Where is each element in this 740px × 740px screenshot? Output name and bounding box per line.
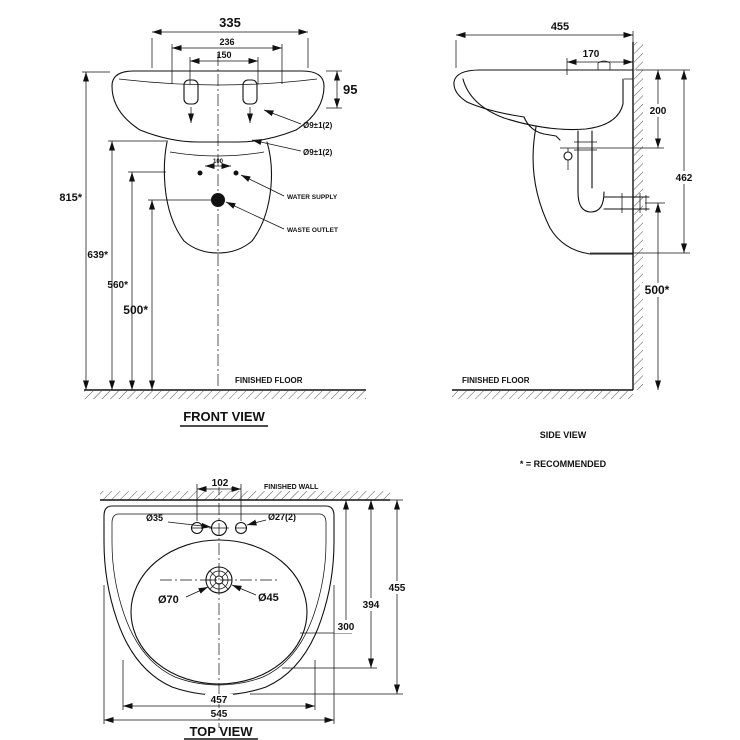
top-wall-hatch bbox=[100, 491, 390, 500]
dim-457: 457 bbox=[122, 660, 316, 710]
dim-560: 560* bbox=[107, 171, 166, 390]
dim-335: 335 bbox=[151, 15, 309, 68]
callout-hole-lower: Ø9±1(2) bbox=[251, 139, 333, 157]
callout-dia-27: Ø27(2) bbox=[246, 512, 296, 526]
dim-560-label: 560* bbox=[107, 280, 128, 291]
side-floor-hatch bbox=[452, 391, 633, 399]
dim-236: 236 bbox=[171, 37, 283, 84]
dim-545: 545 bbox=[103, 585, 335, 724]
dim-394: 394 bbox=[282, 500, 383, 669]
callout-waste-outlet: WASTE OUTLET bbox=[225, 201, 338, 234]
dim-462: 462 bbox=[590, 70, 698, 254]
dim-170-label: 170 bbox=[583, 49, 600, 60]
top-view: FINISHED WALL 102 bbox=[100, 477, 409, 740]
waste-outlet-label: WASTE OUTLET bbox=[287, 227, 338, 234]
dim-hole-upper-label: Ø9±1(2) bbox=[303, 121, 333, 130]
dia-70-label: Ø70 bbox=[158, 594, 179, 606]
side-view-title: SIDE VIEW bbox=[540, 430, 587, 440]
front-mount-slot-left bbox=[183, 79, 199, 105]
side-trap-plumbing bbox=[563, 130, 650, 213]
dim-200-label: 200 bbox=[650, 106, 667, 117]
dim-394-label: 394 bbox=[363, 600, 380, 611]
dim-100-label: 100 bbox=[213, 159, 224, 165]
front-view-title: FRONT VIEW bbox=[183, 409, 265, 424]
dim-500-side: 500* bbox=[640, 202, 675, 390]
dim-462-label: 462 bbox=[676, 173, 693, 184]
recommended-note: * = RECOMMENDED bbox=[520, 459, 607, 469]
dim-100: 100 bbox=[205, 159, 231, 169]
callout-hole-upper: Ø9±1(2) bbox=[263, 109, 333, 130]
dim-95-label: 95 bbox=[343, 82, 357, 97]
dim-639: 639* bbox=[87, 140, 168, 390]
front-floor-hatch bbox=[84, 391, 366, 399]
dim-455-top-label: 455 bbox=[389, 583, 406, 594]
callout-dia-35: Ø35 bbox=[146, 513, 212, 529]
dim-815: 815* bbox=[59, 71, 110, 390]
dia-45-label: Ø45 bbox=[258, 592, 279, 604]
dim-200: 200 bbox=[560, 69, 690, 149]
water-supply-hole-left bbox=[197, 170, 203, 176]
dim-95: 95 bbox=[326, 70, 357, 109]
front-pedestal-outline bbox=[163, 141, 273, 254]
side-view: 455 170 200 462 500* bbox=[452, 21, 698, 469]
side-wall-hatch bbox=[634, 42, 643, 390]
dim-639-label: 639* bbox=[87, 250, 108, 261]
dim-102: 102 bbox=[196, 477, 242, 521]
dia-27-label: Ø27(2) bbox=[268, 512, 296, 522]
dim-500-front: 500* bbox=[123, 199, 211, 390]
dim-150-label: 150 bbox=[216, 50, 231, 60]
dim-150: 150 bbox=[189, 50, 259, 84]
dim-300: 300 bbox=[300, 500, 358, 634]
dim-455-side: 455 bbox=[455, 21, 634, 68]
dim-455-top: 455 bbox=[250, 500, 409, 695]
callout-dia-70: Ø70 bbox=[158, 586, 209, 606]
front-pedestal-top-line bbox=[169, 151, 265, 157]
front-finished-floor-label: FINISHED FLOOR bbox=[235, 376, 303, 385]
dim-500-front-label: 500* bbox=[123, 303, 148, 317]
dia-35-label: Ø35 bbox=[146, 513, 163, 523]
dim-500-side-label: 500* bbox=[645, 283, 670, 297]
dim-457-label: 457 bbox=[211, 695, 228, 706]
side-basin-apron bbox=[523, 116, 561, 141]
dim-815-label: 815* bbox=[59, 192, 82, 204]
dim-300-label: 300 bbox=[338, 622, 355, 633]
water-supply-label: WATER SUPPLY bbox=[287, 194, 338, 201]
finished-wall-label: FINISHED WALL bbox=[264, 484, 319, 491]
dim-455-side-label: 455 bbox=[551, 21, 569, 33]
dim-236-label: 236 bbox=[219, 37, 234, 47]
dim-102-label: 102 bbox=[212, 478, 229, 489]
callout-dia-45: Ø45 bbox=[231, 584, 279, 604]
front-view: 335 236 150 95 Ø9±1(2) Ø9±1(2) bbox=[59, 15, 366, 427]
callout-water-supply: WATER SUPPLY bbox=[240, 174, 338, 201]
side-shroud bbox=[532, 126, 634, 255]
side-basin-bowl bbox=[462, 78, 624, 131]
dim-545-label: 545 bbox=[211, 709, 228, 720]
front-mount-slot-right bbox=[242, 79, 258, 105]
water-supply-hole-right bbox=[233, 170, 239, 176]
dim-hole-lower-label: Ø9±1(2) bbox=[303, 148, 333, 157]
top-view-title: TOP VIEW bbox=[189, 724, 253, 739]
side-basin-top bbox=[453, 69, 634, 118]
dim-170: 170 bbox=[566, 49, 633, 75]
side-finished-floor-label: FINISHED FLOOR bbox=[462, 376, 530, 385]
dim-335-label: 335 bbox=[219, 15, 241, 30]
